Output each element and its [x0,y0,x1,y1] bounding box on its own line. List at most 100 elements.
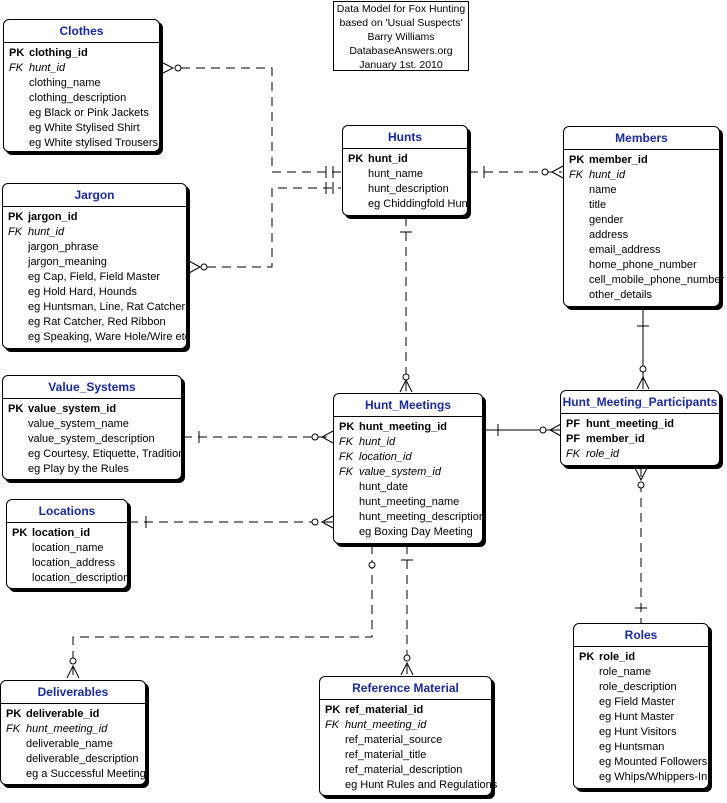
key-marker: PK [9,47,25,59]
entity-attribute-row: eg Rat Catcher, Red Ribbon [3,315,186,330]
attribute-name: hunt_date [359,481,408,493]
attribute-name: value_system_name [28,418,129,430]
key-marker: FK [566,448,581,460]
attribute-name: location_id [32,527,91,539]
key-marker: PK [6,708,22,720]
entity-name: Hunt_Meeting_Participants [561,391,719,414]
entity-attribute-row: FK location_id [334,450,482,465]
rel-jargon-hunts [188,182,341,274]
entity-attribute-row: location_name [7,541,127,556]
attribute-name: eg Hunt Rules and Regulations [345,779,498,791]
attribute-name: jargon_phrase [28,241,99,253]
attribute-name: eg Speaking, Ware Hole/Wire etc [28,331,191,343]
attribute-name: eg Huntsman, Line, Rat Catcher [28,301,186,313]
key-marker: PF [566,433,581,445]
entity-name: Hunts [343,126,467,149]
attribute-name: member_id [589,154,648,166]
key-marker: PK [579,651,595,663]
key-marker: PK [339,421,355,433]
entity-attribute-row: ref_material_description [320,763,491,778]
attribute-name: eg Black or Pink Jackets [29,107,149,119]
attribute-name: deliverable_name [26,738,113,750]
attribute-name: eg a Successful Meeting [26,768,146,780]
entity-attribute-row: hunt_date [334,480,482,495]
entity-attribute-row: deliverable_name [1,737,145,752]
entity-attribute-row: jargon_phrase [3,240,186,255]
entity-attribute-row: email_address [564,243,719,258]
attribute-name: clothing_description [29,92,127,104]
key-marker: PK [12,527,28,539]
entity-attribute-row: location_address [7,556,127,571]
entity-attribute-row: jargon_meaning [3,255,186,270]
entity-attribute-row: hunt_meeting_name [334,495,482,510]
attribute-name: member_id [586,433,645,445]
attribute-name: hunt_meeting_id [586,418,675,430]
attribute-name: hunt_description [368,183,449,195]
key-marker: FK [8,226,23,238]
attribute-name: eg Courtesy, Etiquette, Tradition [28,448,185,460]
entity-attribute-row: name [564,183,719,198]
entity-attribute-row: role_description [574,680,708,695]
attribute-name: role_name [599,666,651,678]
key-marker: PK [325,704,341,716]
attribute-name: eg Cap, Field, Field Master [28,271,161,283]
attribute-name: clothing_id [29,47,88,59]
attribute-name: location_address [32,557,116,569]
key-marker: PK [8,211,24,223]
entity-attribute-row: eg White stylised Trousers [4,136,159,151]
rel-hunts-members [469,165,564,179]
entity-name: Clothes [4,20,159,43]
entity-attribute-row: eg Speaking, Ware Hole/Wire etc [3,330,190,345]
attribute-name: email_address [589,244,661,256]
attribute-name: location_description [32,572,130,584]
entity-attribute-row: eg Hunt Visitors [574,725,708,740]
entity-attribute-row: eg Hunt Master [574,710,708,725]
title-line: Data Model for Fox Hunting [336,3,466,15]
key-marker: FK [339,451,354,463]
attribute-name: other_details [589,289,652,301]
attribute-name: location_id [359,451,412,463]
entity-attribute-row: eg Whips/Whippers-In [574,770,708,785]
attribute-name: hunt_meeting_name [359,496,460,508]
key-marker: FK [9,62,24,74]
attribute-name: home_phone_number [589,259,697,271]
entity-name: Roles [574,624,708,647]
diagram-title-note: Data Model for Fox Hunting based on 'Usu… [333,1,469,71]
entity-name: Locations [7,500,127,523]
attribute-name: hunt_id [368,153,408,165]
attribute-name: eg Huntsman [599,741,665,753]
entity-attribute-row: eg Play by the Rules [3,462,181,477]
attribute-name: cell_mobile_phone_number [589,274,725,286]
